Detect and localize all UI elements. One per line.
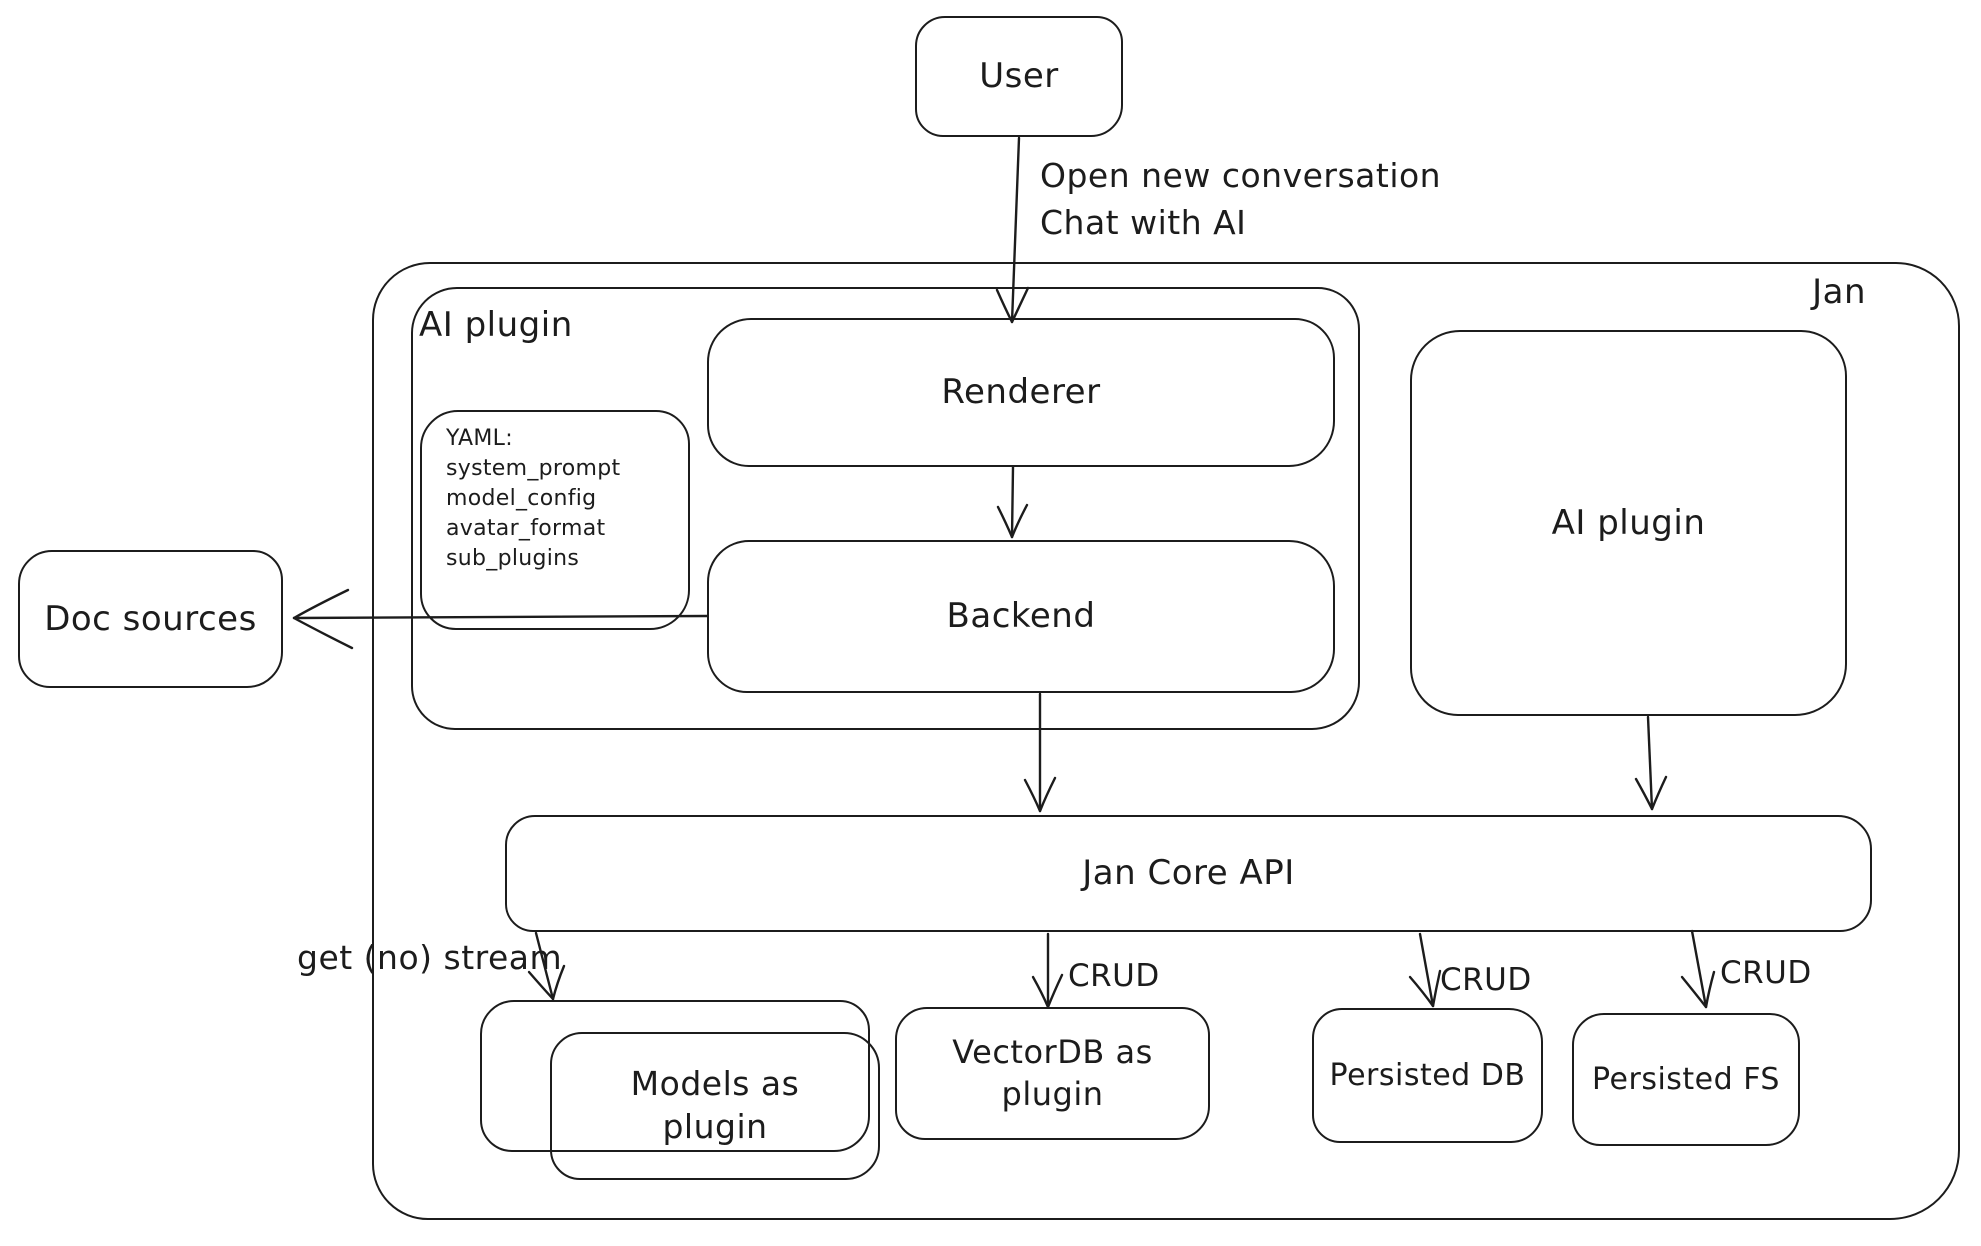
ai-plugin-right-node-label: AI plugin — [1551, 502, 1706, 543]
renderer-node-label: Renderer — [941, 372, 1101, 413]
doc-sources-node: Doc sources — [18, 550, 283, 688]
edge-label-user-flow: Open new conversation Chat with AI — [1040, 152, 1441, 246]
renderer-node: Renderer — [707, 318, 1335, 467]
jan-container-box: Jan — [372, 262, 1960, 1220]
user-node: User — [915, 16, 1123, 137]
user-node-label: User — [979, 56, 1059, 97]
models-as-plugin-node: Models as plugin — [550, 1032, 880, 1180]
models-as-plugin-node-label: Models as plugin — [630, 1064, 800, 1146]
vectordb-as-plugin-node-label: VectorDB as plugin — [952, 1032, 1153, 1113]
edge-label-crud-persisted-db: CRUD — [1440, 962, 1532, 998]
yaml-item: model_config — [446, 486, 597, 511]
persisted-fs-node: Persisted FS — [1572, 1013, 1800, 1146]
edge-label-user-flow-line1: Open new conversation — [1040, 156, 1442, 195]
jan-core-api-node-label: Jan Core API — [1082, 853, 1295, 894]
ai-plugin-container-box: AI plugin — [411, 287, 1360, 730]
yaml-note: YAML: system_prompt model_config avatar_… — [420, 410, 690, 630]
edge-label-get-no-stream: get (no) stream — [297, 938, 563, 977]
edge-label-crud-persisted-fs: CRUD — [1720, 955, 1812, 991]
yaml-item: avatar_format — [446, 516, 606, 541]
ai-plugin-right-node: AI plugin — [1410, 330, 1847, 716]
ai-plugin-container-label: AI plugin — [419, 305, 573, 345]
models-as-plugin-outer-box — [480, 1000, 870, 1152]
persisted-fs-node-label: Persisted FS — [1592, 1062, 1780, 1097]
persisted-db-node-label: Persisted DB — [1329, 1058, 1526, 1093]
backend-node-label: Backend — [946, 596, 1096, 637]
jan-container-label: Jan — [1812, 272, 1866, 312]
yaml-note-text: YAML: system_prompt model_config avatar_… — [422, 412, 688, 574]
edge-label-crud-vectordb: CRUD — [1068, 958, 1160, 994]
yaml-item: sub_plugins — [446, 546, 580, 571]
backend-node: Backend — [707, 540, 1335, 693]
yaml-item: system_prompt — [446, 456, 621, 481]
yaml-heading: YAML: — [446, 426, 513, 451]
jan-core-api-node: Jan Core API — [505, 815, 1872, 932]
persisted-db-node: Persisted DB — [1312, 1008, 1543, 1143]
doc-sources-node-label: Doc sources — [44, 598, 257, 639]
vectordb-as-plugin-node: VectorDB as plugin — [895, 1007, 1210, 1140]
edge-label-user-flow-line2: Chat with AI — [1040, 203, 1247, 242]
